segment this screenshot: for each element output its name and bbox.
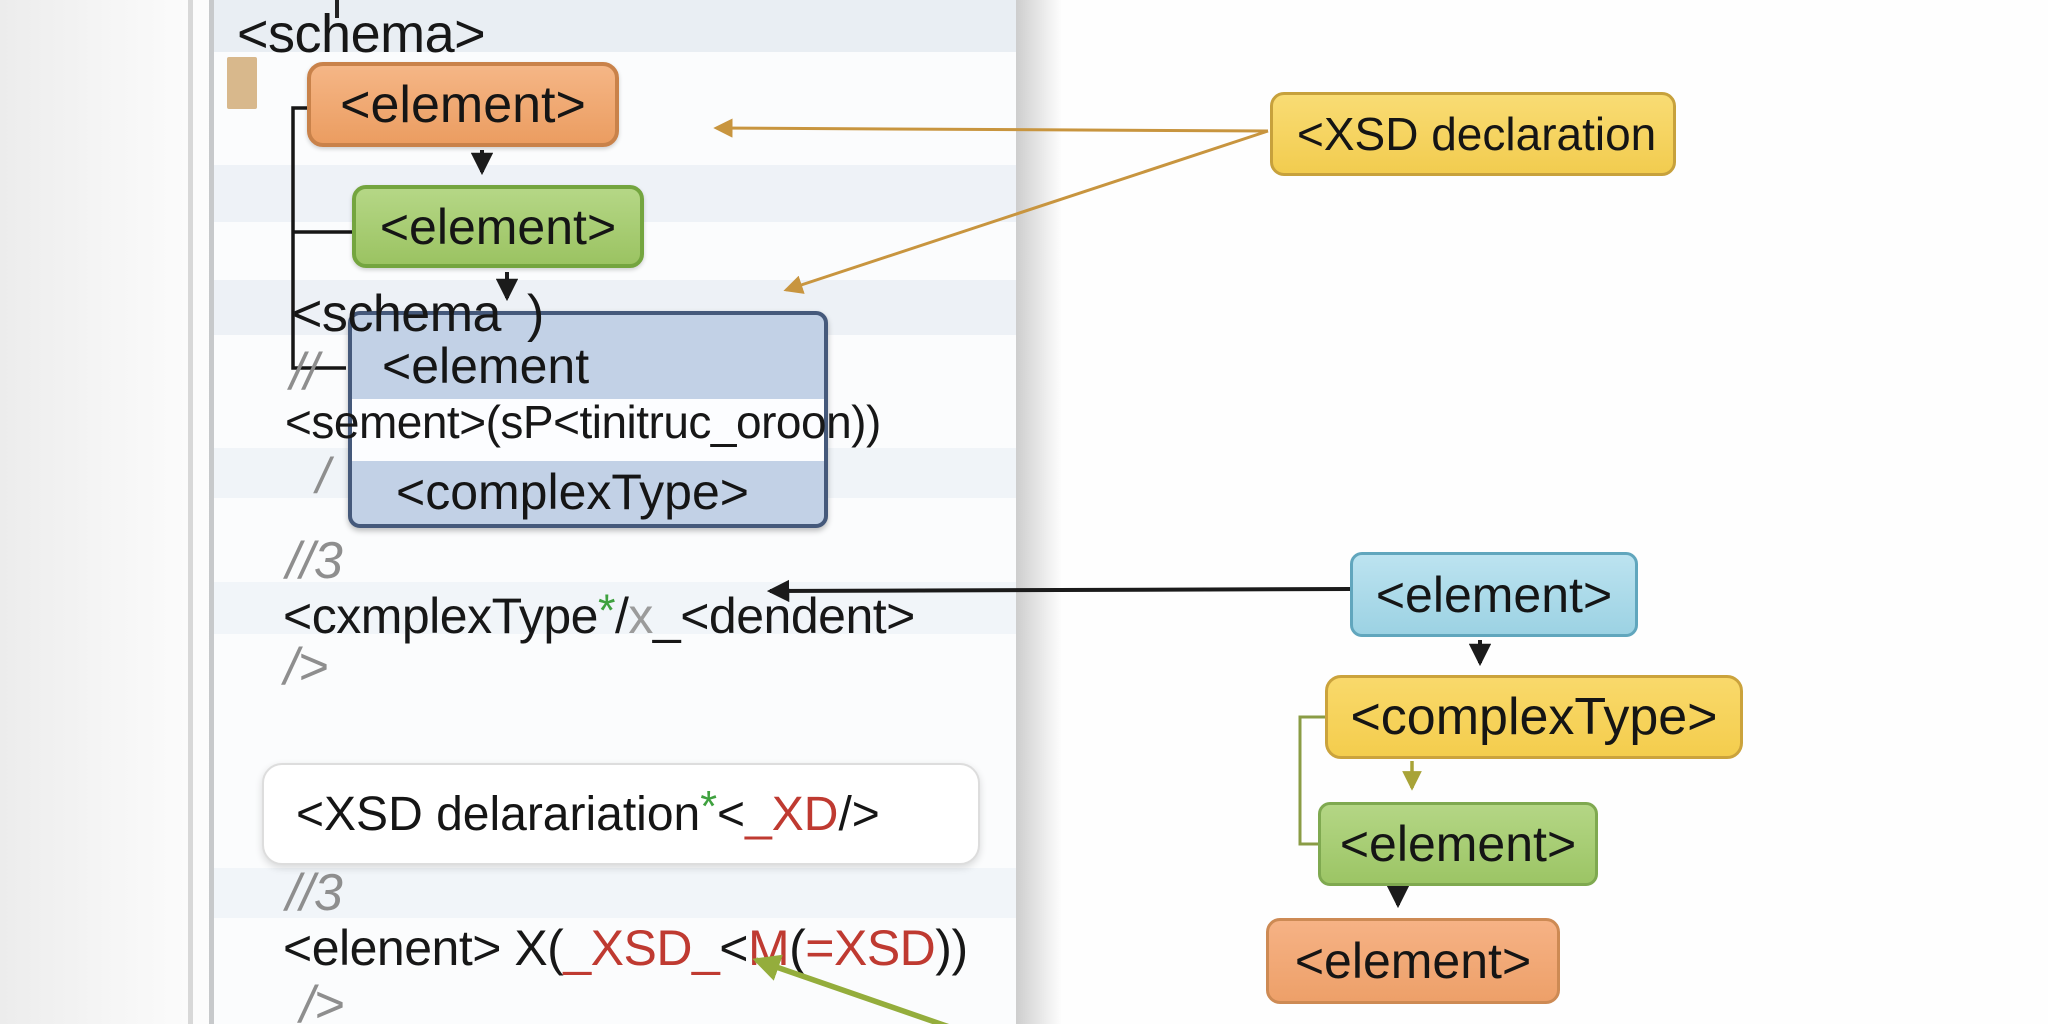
callout-seg: /> xyxy=(838,787,880,841)
right-element-orange-label: <element> xyxy=(1294,933,1532,989)
row-highlight xyxy=(214,868,1016,918)
selfclose-text-b: /> xyxy=(300,976,344,1024)
schema-open-label: <schema> xyxy=(237,4,486,64)
slash-text: / xyxy=(316,448,330,504)
comment-b-label: //3 xyxy=(286,532,343,590)
left-element-box-orange: <element> xyxy=(307,62,619,147)
code-seg: )) xyxy=(935,920,968,976)
code-seg: < xyxy=(719,920,748,976)
compound-element-box-blue: <element <complexType> xyxy=(348,311,828,528)
code-seg-red: _XSD_ xyxy=(563,920,720,976)
right-complextype-label: <complexType> xyxy=(1350,688,1718,746)
code-seg: x xyxy=(628,588,653,644)
callout-seg: < xyxy=(717,787,746,841)
code-seg-red: M xyxy=(747,920,790,976)
code-seg: _ xyxy=(652,588,681,644)
code-seg: ( xyxy=(789,920,806,976)
code-seg: <dendent> xyxy=(680,588,915,644)
slash-a-label: / xyxy=(316,448,330,504)
comment-3-text-b: //3 xyxy=(286,864,343,922)
right-element-box-green: <element> xyxy=(1318,802,1598,886)
xsd-declaration-label: <XSD declaration xyxy=(1297,108,1657,160)
comment-3-text-a: //3 xyxy=(286,532,343,590)
right-element-box-blue: <element> xyxy=(1350,552,1638,637)
code-seg: / xyxy=(615,588,629,644)
schema-open-text: <schema> xyxy=(237,4,486,64)
xsd-declaration-box-yellow: <XSD declaration xyxy=(1270,92,1676,176)
right-element-blue-label: <element> xyxy=(1375,566,1613,623)
page-left-edge xyxy=(0,0,214,1024)
schema-partial-text: <schema) xyxy=(292,285,544,343)
left-element-green-label: <element> xyxy=(379,198,617,255)
panel-right-shadow xyxy=(1016,0,1062,1024)
schema-partial-close: ) xyxy=(526,285,544,343)
green-asterisk: * xyxy=(597,584,616,636)
code-seg-red: =XSD xyxy=(805,920,936,976)
sement-line-label: <sement>(sP<tinitruc_oroon)) xyxy=(285,396,881,448)
code-line-element-x: <elenent> X(_XSD_<M(=XSD)) xyxy=(283,922,968,975)
compound-element-label: <element xyxy=(382,338,590,394)
callout-seg-red: _XD xyxy=(745,787,839,841)
selfclose-text-a: /> xyxy=(284,638,328,696)
compound-complextype-label: <complexType> xyxy=(396,464,749,520)
code-line-complextype: <cxmplexType*/x_<dendent> xyxy=(283,586,915,644)
row-highlight xyxy=(214,0,1016,52)
left-element-orange-label: <element> xyxy=(340,75,586,134)
right-element-box-orange: <element> xyxy=(1266,918,1560,1004)
callout-seg: <XSD delarariation xyxy=(296,787,701,841)
comment-c-label: //3 xyxy=(286,864,343,922)
left-element-box-green: <element> xyxy=(352,185,644,268)
line-marker-tan xyxy=(227,57,257,109)
compound-box-white-band xyxy=(352,399,824,461)
code-seg: <cxmplexType xyxy=(283,588,598,644)
document-panel-border xyxy=(209,0,214,1024)
selfclose-b-label: /> xyxy=(300,976,344,1024)
selfclose-a-label: /> xyxy=(284,638,328,696)
page-edge-line xyxy=(188,0,193,1024)
code-seg: <elenent> X( xyxy=(283,920,564,976)
green-asterisk: * xyxy=(700,782,718,831)
comment-a-label: // xyxy=(290,343,318,401)
right-complextype-box-yellow: <complexType> xyxy=(1325,675,1743,759)
code-line-sement: <sement>(sP<tinitruc_oroon)) xyxy=(285,398,881,447)
schema-partial-label: <schema xyxy=(292,285,501,343)
comment-slashes-text: // xyxy=(290,343,318,401)
right-element-green-label: <element> xyxy=(1339,816,1577,872)
xsd-declaration-callout-box: <XSD delarariation *<_XD/> xyxy=(262,763,980,865)
